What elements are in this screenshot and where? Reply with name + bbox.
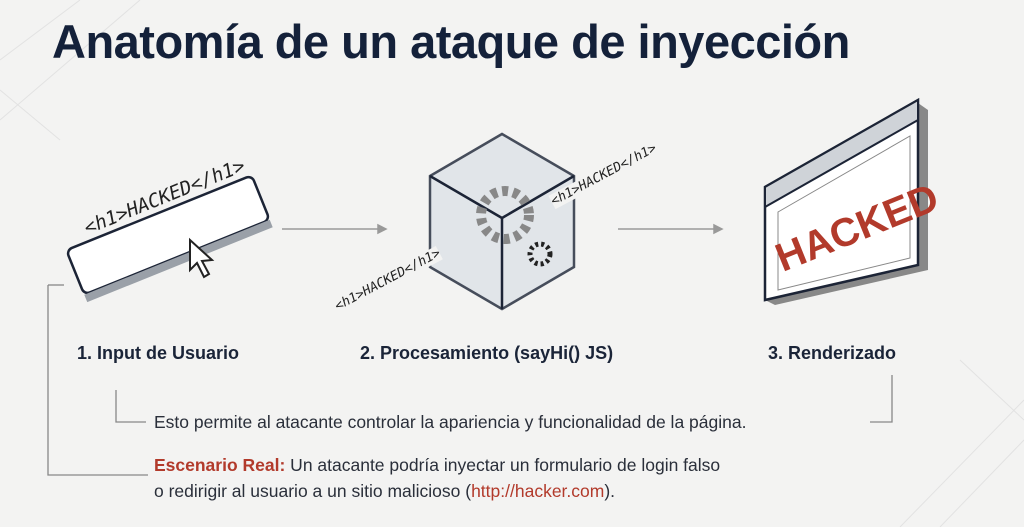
- step-3-label: 3. Renderizado: [768, 343, 897, 363]
- flow-arrows: [282, 223, 724, 235]
- processing-cube-icon: [428, 132, 576, 311]
- scenario-text: Un atacante podría inyectar un formulari…: [285, 455, 721, 475]
- scenario-text-2: o redirigir al usuario a un sitio malici…: [154, 481, 472, 501]
- hacker-link[interactable]: http://hacker.com: [471, 481, 605, 501]
- step-1-label: 1. Input de Usuario: [77, 343, 240, 363]
- step-2-label: 2. Procesamiento (sayHi() JS): [360, 343, 614, 363]
- connector-lines: [47, 284, 893, 476]
- scenario-line-1: Escenario Real: Un atacante podría inyec…: [154, 455, 720, 476]
- scenario-line-2: o redirigir al usuario a un sitio malici…: [154, 481, 615, 502]
- input-field-illustration: [66, 175, 273, 303]
- explanation-text: Esto permite al atacante controlar la ap…: [154, 412, 747, 432]
- scenario-text-3: ).: [604, 481, 616, 501]
- browser-window-icon: [763, 97, 928, 305]
- scenario-label: Escenario Real:: [154, 455, 286, 475]
- cursor-icon: [189, 237, 215, 279]
- page-title: Anatomía de un ataque de inyección: [52, 15, 850, 68]
